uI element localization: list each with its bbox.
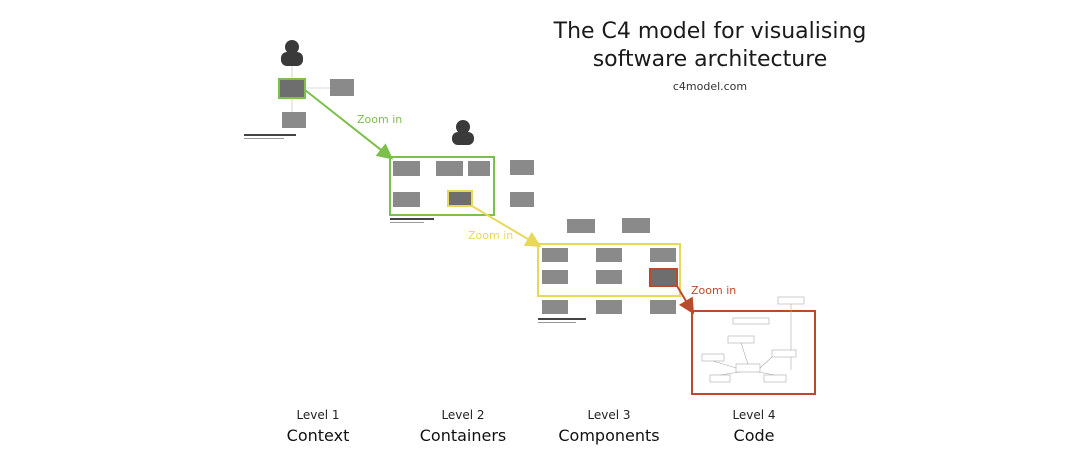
level-1-name: Context <box>286 426 350 445</box>
level-3-number: Level 3 <box>587 408 631 422</box>
context-external-box-1 <box>330 79 354 96</box>
level-4-caption: Level 4 Code <box>684 408 824 445</box>
level-1-diagram <box>244 40 354 139</box>
code-boundary <box>691 310 816 395</box>
context-system-box <box>278 78 306 99</box>
title-block: The C4 model for visualising software ar… <box>540 18 880 93</box>
context-external-box-2 <box>282 112 306 128</box>
zoom-label-3: Zoom in <box>691 284 736 297</box>
component-boundary <box>537 243 681 297</box>
level-2-diagram <box>389 120 534 223</box>
level-2-caption: Level 2 Containers <box>393 408 533 445</box>
title-line-1: The C4 model for visualising <box>553 19 867 44</box>
container-api-box <box>447 190 473 207</box>
component-selected-box <box>649 268 678 287</box>
level-1-caption: Level 1 Context <box>248 408 388 445</box>
person-icon <box>452 120 474 145</box>
level-3-diagram <box>537 218 681 323</box>
level-2-name: Containers <box>419 426 507 445</box>
container-boundary <box>389 156 495 216</box>
level-3-name: Components <box>558 426 660 445</box>
zoom-label-1: Zoom in <box>357 113 402 126</box>
zoom-arrow-red: Zoom in <box>676 284 736 315</box>
zoom-arrow-green: Zoom in <box>304 89 402 160</box>
level-1-number: Level 1 <box>296 408 340 422</box>
level-4-diagram <box>691 296 816 395</box>
level-4-number: Level 4 <box>732 408 776 422</box>
zoom-label-2: Zoom in <box>468 229 513 242</box>
site-url: c4model.com <box>672 80 748 93</box>
level-2-number: Level 2 <box>441 408 485 422</box>
level-3-caption: Level 3 Components <box>539 408 679 445</box>
level-4-name: Code <box>733 426 775 445</box>
title-line-2: software architecture <box>592 47 828 72</box>
person-icon <box>281 40 303 66</box>
zoom-arrow-yellow: Zoom in <box>468 205 542 248</box>
